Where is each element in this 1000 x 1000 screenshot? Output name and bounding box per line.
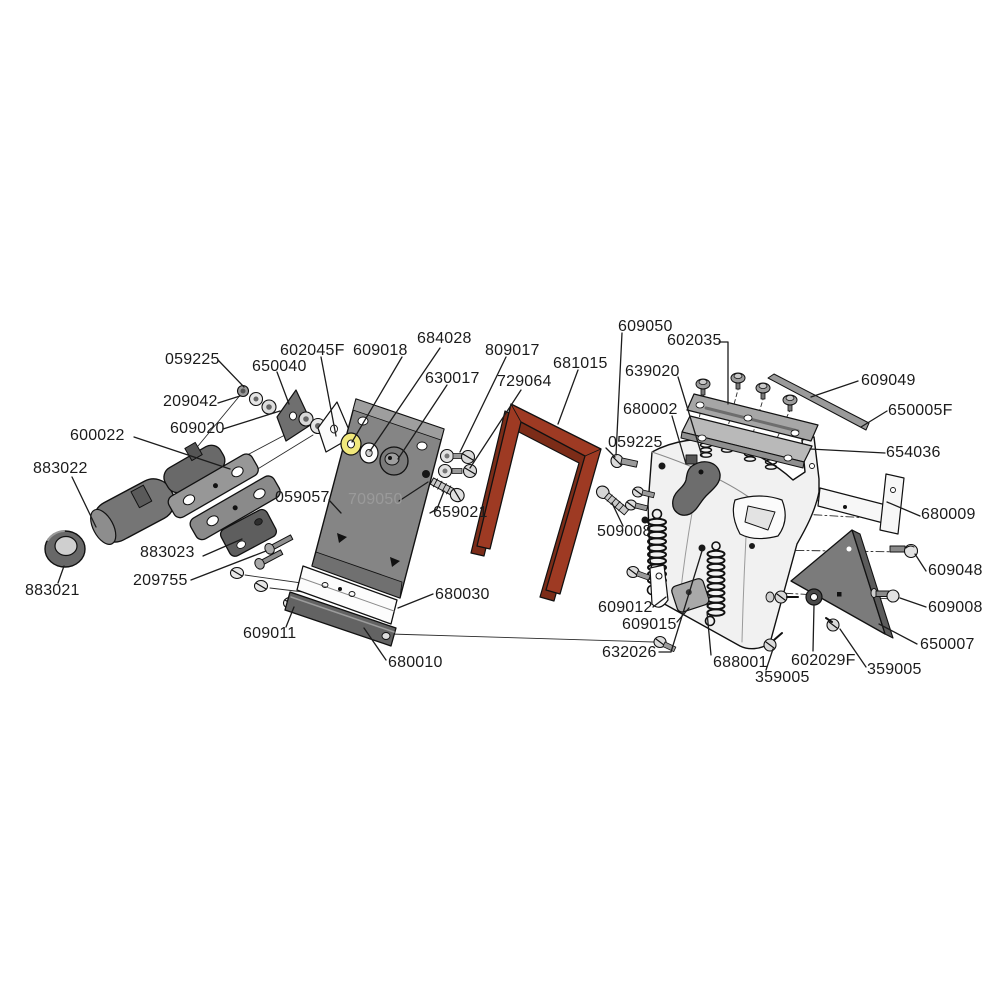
part-label-632026: 632026: [602, 644, 657, 661]
part-slide-strip: [296, 565, 398, 625]
part-label-059225-right: 059225: [608, 434, 663, 451]
part-label-609008: 609008: [928, 599, 983, 616]
part-spacer-block: [219, 508, 278, 557]
part-label-681015: 681015: [553, 355, 608, 372]
pivot-pin: [698, 544, 706, 552]
part-label-609012: 609012: [598, 599, 653, 616]
part-label-630017: 630017: [425, 370, 480, 387]
long-bolt: [595, 485, 630, 516]
part-label-609050: 609050: [618, 318, 673, 335]
part-chute-deflector: [90, 441, 226, 545]
part-label-602029F: 602029F: [791, 652, 856, 669]
part-bumper-block: [671, 578, 710, 613]
part-label-680010: 680010: [388, 654, 443, 671]
part-top-plate-assembly: [680, 372, 819, 469]
part-label-729064: 729064: [497, 373, 552, 390]
part-label-680002: 680002: [623, 401, 678, 418]
part-label-359005-center: 359005: [755, 669, 810, 686]
part-label-609011: 609011: [243, 625, 297, 642]
part-handle: [672, 454, 721, 516]
leader-lines: [57, 332, 927, 671]
part-triangle-plate: [790, 529, 894, 639]
part-label-602035: 602035: [667, 332, 722, 349]
part-label-883022: 883022: [33, 460, 88, 477]
part-side-bracket: [809, 463, 905, 535]
part-label-883023: 883023: [140, 544, 195, 561]
part-carriage-bolts: [254, 534, 294, 570]
part-label-600022: 600022: [70, 427, 125, 444]
part-label-654036: 654036: [886, 444, 941, 461]
part-label-602045F: 602045F: [280, 342, 345, 359]
part-label-809017: 809017: [485, 342, 540, 359]
part-label-639020: 639020: [625, 363, 680, 380]
part-scraper-bar: [284, 591, 397, 647]
part-label-650005F: 650005F: [888, 402, 953, 419]
part-label-609015: 609015: [622, 616, 677, 633]
part-spring-anchor: [649, 564, 669, 608]
part-label-059225-left: 059225: [165, 351, 220, 368]
part-label-883021: 883021: [25, 582, 80, 599]
part-label-650040: 650040: [252, 358, 307, 375]
part-label-359005-right: 359005: [867, 661, 922, 678]
part-deflector-ring: [44, 530, 86, 568]
part-label-609020: 609020: [170, 420, 225, 437]
part-label-609048: 609048: [928, 562, 983, 579]
part-flat-strip: [767, 373, 870, 431]
part-label-659021: 659021: [433, 504, 488, 521]
part-label-680030: 680030: [435, 586, 490, 603]
part-label-209755: 209755: [133, 572, 188, 589]
part-label-059057: 059057: [275, 489, 330, 506]
part-yellow-washer: [340, 432, 379, 464]
part-fasteners-panel-right: [429, 448, 478, 503]
part-mount-bracket: [167, 453, 281, 541]
part-label-684028: 684028: [417, 330, 472, 347]
part-fasteners-right: [595, 453, 919, 653]
part-frame-highlighted: [470, 403, 602, 602]
part-label-609018: 609018: [353, 342, 408, 359]
part-label-680009: 680009: [921, 506, 976, 523]
part-label-509008: 509008: [597, 523, 652, 540]
part-screws-lower-left: [229, 566, 298, 610]
part-label-709050: 709050: [348, 491, 403, 508]
part-label-609049: 609049: [861, 372, 916, 389]
part-label-650007: 650007: [920, 636, 975, 653]
part-label-209042: 209042: [163, 393, 218, 410]
plate-bolts: [695, 372, 798, 412]
part-label-688001: 688001: [713, 654, 768, 671]
